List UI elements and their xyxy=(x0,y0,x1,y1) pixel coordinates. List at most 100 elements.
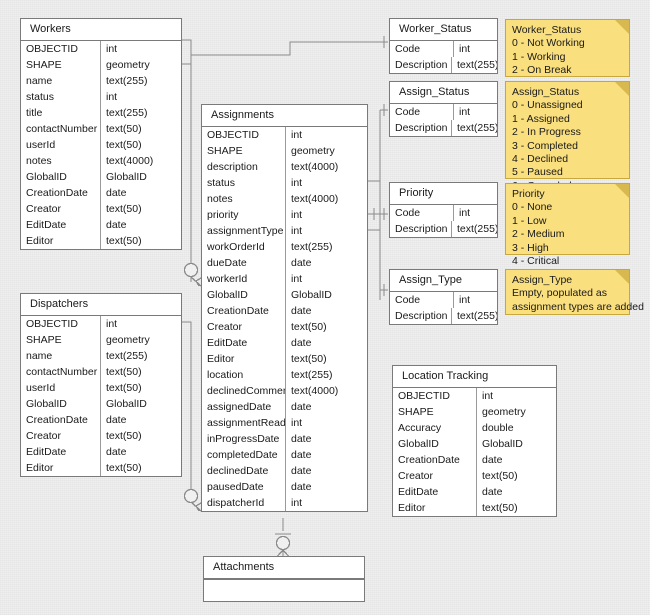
field-name: priority xyxy=(202,207,286,223)
entity-assignments[interactable]: Assignments OBJECTID int SHAPE geometry … xyxy=(201,104,368,512)
table-row: notes text(4000) xyxy=(202,191,367,207)
field-name: assignmentType xyxy=(202,223,286,239)
field-name: OBJECTID xyxy=(393,388,477,404)
note-priority[interactable]: Priority 0 - None 1 - Low 2 - Medium 3 -… xyxy=(505,183,630,267)
field-type: date xyxy=(482,486,503,498)
crowfoot-worker xyxy=(190,276,202,287)
field-type: int xyxy=(459,294,471,306)
field-name: CreationDate xyxy=(393,452,477,468)
note-line: 0 - Unassigned xyxy=(512,99,583,112)
field-type: text(255) xyxy=(457,310,497,322)
field-name: notes xyxy=(202,191,286,207)
field-name: contactNumber xyxy=(21,121,101,137)
note-line: Empty, populated as xyxy=(512,287,607,300)
table-row: OBJECTID int xyxy=(393,388,556,404)
field-type: int xyxy=(459,43,471,55)
field-type: int xyxy=(459,106,471,118)
entity-workers[interactable]: Workers OBJECTID int SHAPE geometry name… xyxy=(20,18,182,250)
entity-assign-type[interactable]: Assign_Type Code int Description text(25… xyxy=(389,269,498,325)
field-name: Description xyxy=(390,57,452,73)
table-row: Code int xyxy=(390,205,497,221)
field-name: completedDate xyxy=(202,447,286,463)
field-type: date xyxy=(291,433,312,445)
field-name: notes xyxy=(21,153,101,169)
field-type: date xyxy=(291,449,312,461)
field-name: Creator xyxy=(202,319,286,335)
field-type: date xyxy=(106,446,127,458)
table-row: EditDate date xyxy=(21,444,181,460)
table-row: Description text(255) xyxy=(390,221,497,237)
entity-priority[interactable]: Priority Code int Description text(255) xyxy=(389,182,498,238)
entity-dispatchers[interactable]: Dispatchers OBJECTID int SHAPE geometry … xyxy=(20,293,182,477)
field-type: text(50) xyxy=(106,203,142,215)
field-name: declinedComment xyxy=(202,383,286,399)
note-line: 4 - Critical xyxy=(512,255,560,268)
table-row: Creator text(50) xyxy=(393,468,556,484)
field-name: CreationDate xyxy=(21,412,101,428)
field-name: Editor xyxy=(202,351,286,367)
field-type: text(255) xyxy=(457,59,497,71)
entity-location-tracking[interactable]: Location Tracking OBJECTID int SHAPE geo… xyxy=(392,365,557,517)
field-type: geometry xyxy=(482,406,526,418)
table-row: CreationDate date xyxy=(202,303,367,319)
entity-assign-status[interactable]: Assign_Status Code int Description text(… xyxy=(389,81,498,137)
field-type: text(255) xyxy=(291,241,333,253)
field-type: text(50) xyxy=(106,123,142,135)
note-assign-type[interactable]: Assign_Type Empty, populated as assignme… xyxy=(505,269,644,315)
table-row: Description text(255) xyxy=(390,120,497,136)
entity-fields-workers: OBJECTID int SHAPE geometry name text(25… xyxy=(21,41,181,249)
note-line: 3 - Completed xyxy=(512,139,578,152)
table-row: assignmentRead int xyxy=(202,415,367,431)
field-type: text(255) xyxy=(291,369,333,381)
entity-fields-attachments xyxy=(204,579,364,601)
entity-attachments[interactable]: Attachments xyxy=(203,556,365,602)
note-line: 3 - High xyxy=(512,241,549,254)
table-row: Code int xyxy=(390,41,497,57)
field-name: status xyxy=(21,89,101,105)
field-type: date xyxy=(291,337,312,349)
field-name: OBJECTID xyxy=(202,127,286,143)
note-worker-status[interactable]: Worker_Status 0 - Not Working 1 - Workin… xyxy=(505,19,630,77)
note-line: 5 - Paused xyxy=(512,166,563,179)
field-name: dueDate xyxy=(202,255,286,271)
table-row: pausedDate date xyxy=(202,479,367,495)
table-row: contactNumber text(50) xyxy=(21,364,181,380)
table-row: SHAPE geometry xyxy=(21,57,181,73)
field-name: SHAPE xyxy=(21,57,101,73)
table-row: Creator text(50) xyxy=(202,319,367,335)
edge-workers-vertical xyxy=(181,39,192,265)
table-row: Creator text(50) xyxy=(21,201,181,217)
table-row: CreationDate date xyxy=(21,185,181,201)
field-name: GlobalID xyxy=(202,287,286,303)
note-assign-status[interactable]: Assign_Status 0 - Unassigned 1 - Assigne… xyxy=(505,81,630,192)
field-type: int xyxy=(106,318,118,330)
field-type: date xyxy=(106,414,127,426)
field-name: assignedDate xyxy=(202,399,286,415)
field-name: Creator xyxy=(393,468,477,484)
note-line: assignment types are added xyxy=(512,300,644,313)
table-row: description text(4000) xyxy=(202,159,367,175)
entity-fields-assign-status: Code int Description text(255) xyxy=(390,104,497,136)
table-row: Description text(255) xyxy=(390,57,497,73)
table-row: Code int xyxy=(390,104,497,120)
field-type: int xyxy=(482,390,494,402)
field-name: Creator xyxy=(21,428,101,444)
table-row: EditDate date xyxy=(202,335,367,351)
field-type: int xyxy=(106,43,118,55)
table-row: Editor text(50) xyxy=(21,460,181,476)
field-name: CreationDate xyxy=(202,303,286,319)
table-row: OBJECTID int xyxy=(21,316,181,332)
entity-fields-location-tracking: OBJECTID int SHAPE geometry Accuracy dou… xyxy=(393,388,556,516)
field-name: Editor xyxy=(393,500,477,516)
field-type: int xyxy=(291,209,303,221)
field-name: name xyxy=(21,73,101,89)
field-type: text(4000) xyxy=(106,155,154,167)
field-type: int xyxy=(291,225,303,237)
table-row: assignmentType int xyxy=(202,223,367,239)
field-type: text(4000) xyxy=(291,385,339,397)
table-row: EditDate date xyxy=(393,484,556,500)
note-fold-icon xyxy=(615,20,629,34)
field-type: date xyxy=(291,305,312,317)
entity-worker-status[interactable]: Worker_Status Code int Description text(… xyxy=(389,18,498,74)
